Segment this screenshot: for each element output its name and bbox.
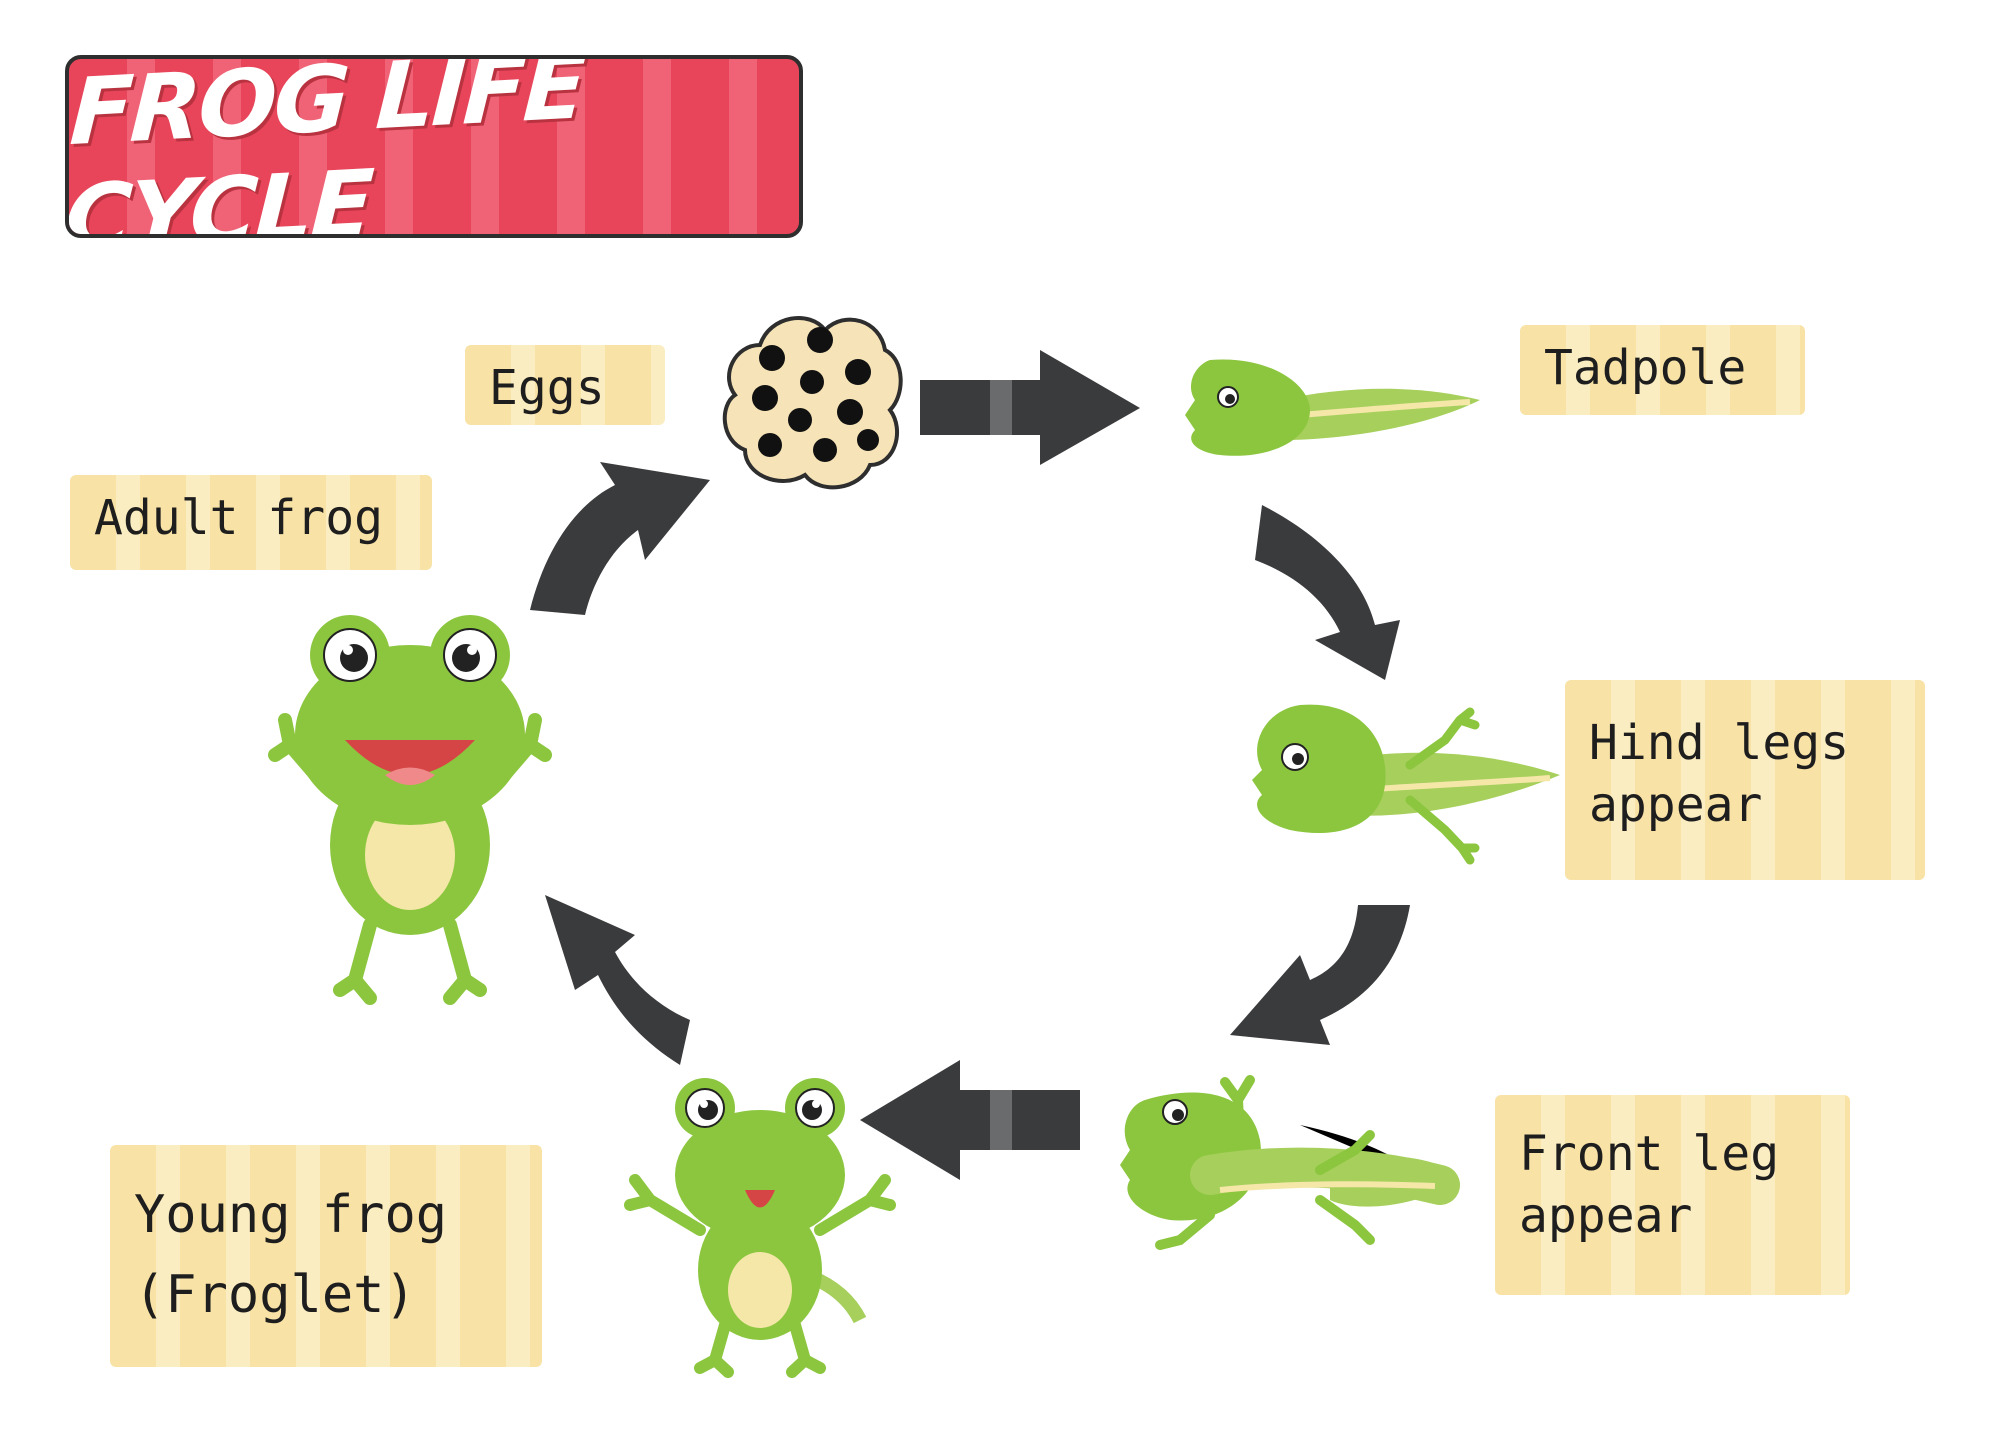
- eggs-cluster-illustration: [722, 316, 903, 490]
- label-hind-legs-line2: appear: [1589, 777, 1763, 833]
- label-eggs-text: Eggs: [489, 360, 605, 416]
- arrow-hindlegs-to-frontleg: [1230, 905, 1410, 1045]
- label-tadpole: Tadpole: [1520, 325, 1805, 415]
- tadpole-with-front-leg-illustration: [1120, 1075, 1460, 1250]
- label-tadpole-text: Tadpole: [1544, 340, 1747, 396]
- label-eggs: Eggs: [465, 345, 665, 425]
- label-front-leg-line1: Front leg: [1519, 1126, 1780, 1182]
- label-hind-legs-line1: Hind legs: [1589, 715, 1850, 771]
- label-froglet-line1: Young frog: [134, 1185, 448, 1245]
- adult-frog-illustration: [268, 615, 552, 1005]
- tadpole-with-hind-legs-illustration: [1252, 704, 1560, 865]
- label-adult-frog-text: Adult frog: [94, 490, 383, 546]
- label-froglet: Young frog (Froglet): [110, 1145, 542, 1367]
- arrow-frontleg-to-froglet: [860, 1060, 1080, 1180]
- label-froglet-line2: (Froglet): [134, 1265, 416, 1325]
- label-front-leg-line2: appear: [1519, 1188, 1693, 1244]
- label-adult-frog: Adult frog: [70, 475, 432, 570]
- arrow-eggs-to-tadpole: [920, 350, 1140, 465]
- arrow-tadpole-to-hindlegs: [1255, 505, 1400, 680]
- title-banner: FROG LIFE CYCLE: [65, 55, 803, 238]
- arrow-adult-to-eggs: [530, 462, 710, 615]
- arrow-froglet-to-adult: [545, 895, 690, 1065]
- froglet-illustration: [624, 1078, 896, 1378]
- label-hind-legs: Hind legs appear: [1565, 680, 1925, 880]
- label-front-leg: Front leg appear: [1495, 1095, 1850, 1295]
- tadpole-illustration: [1185, 359, 1480, 456]
